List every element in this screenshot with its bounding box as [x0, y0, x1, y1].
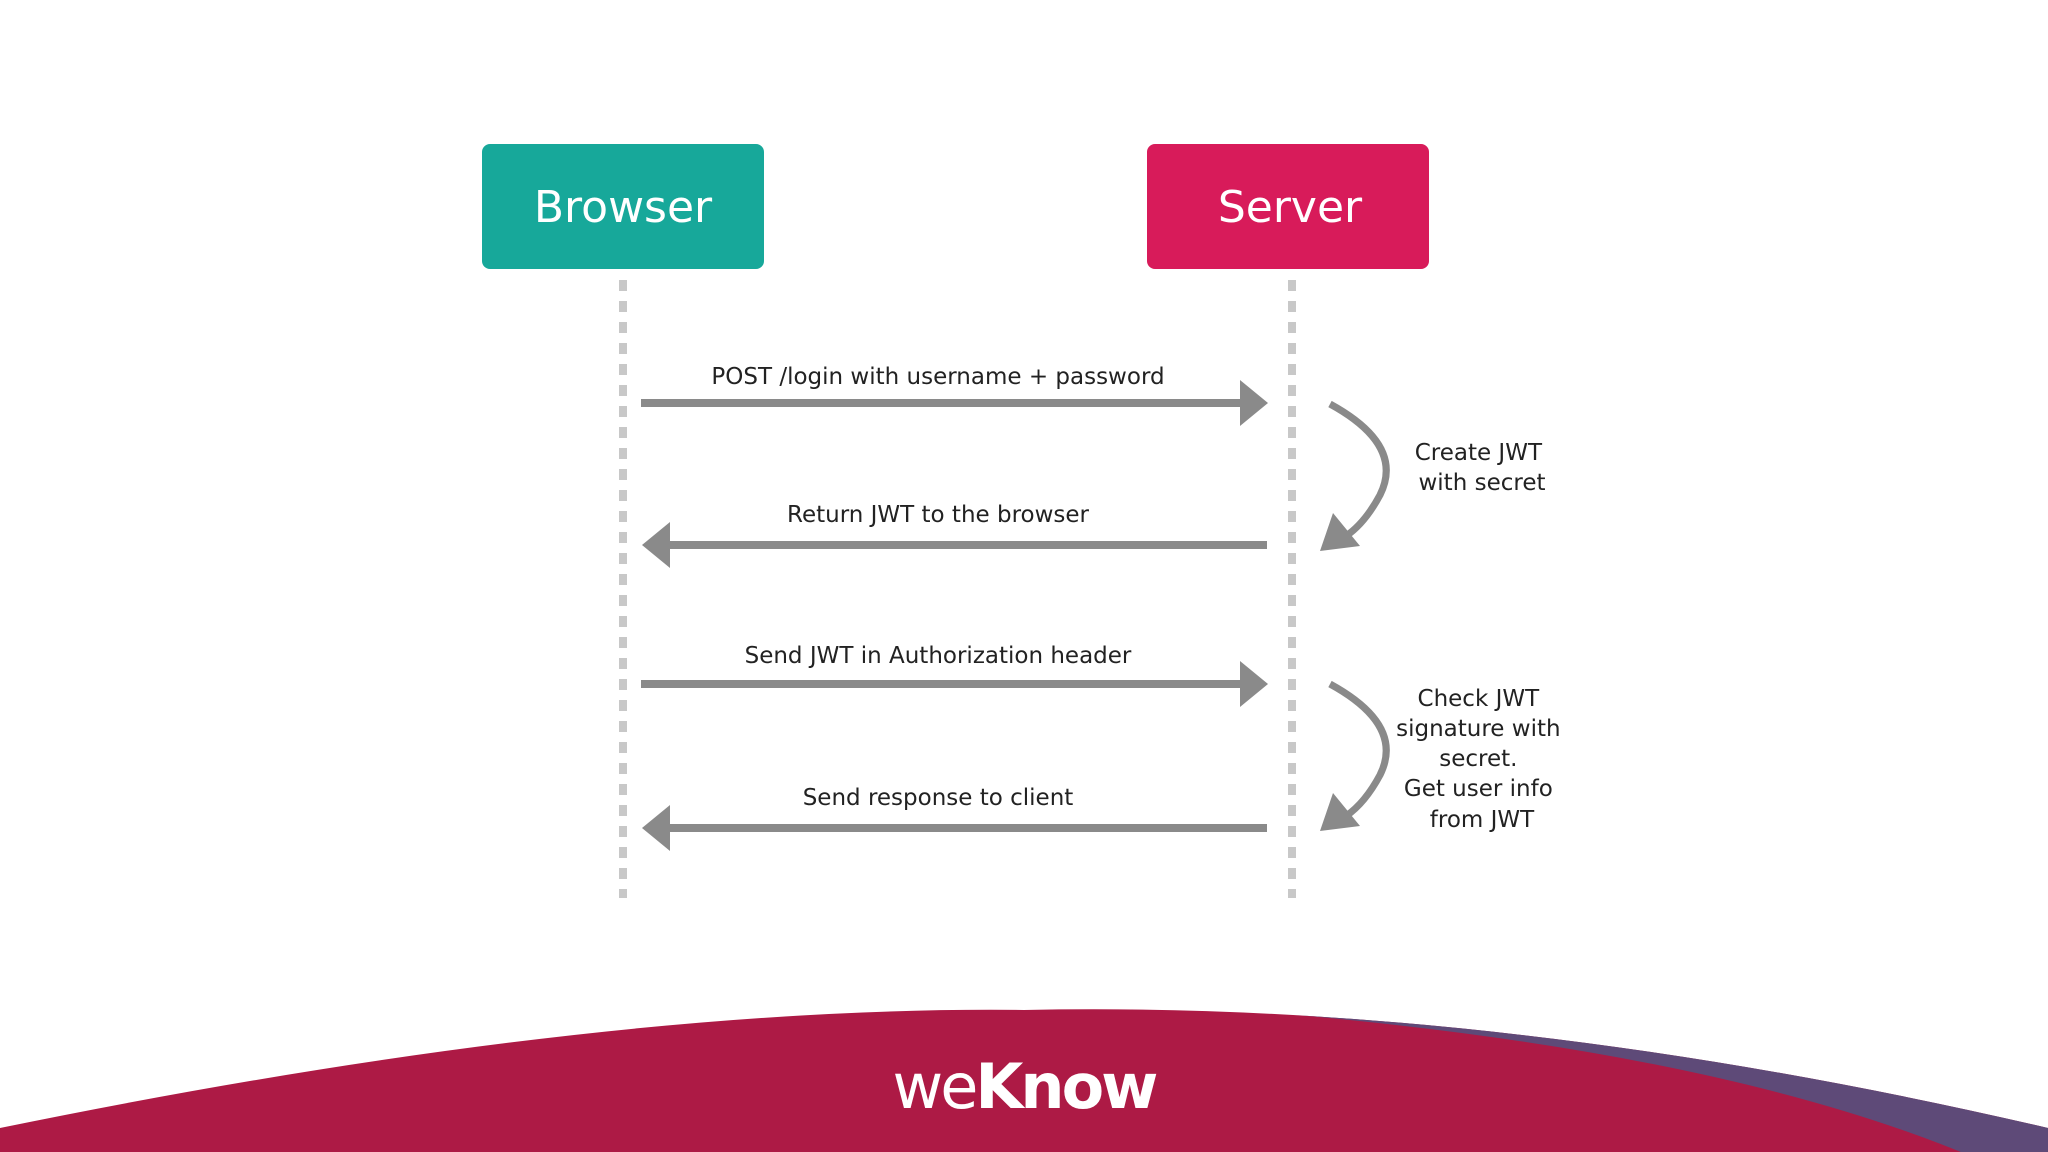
browser-box: [482, 144, 764, 269]
logo-know-text: Know: [975, 1050, 1157, 1123]
note-line: from JWT: [1430, 807, 1535, 833]
server-label: Server: [1218, 182, 1363, 233]
arrow-left-icon: [642, 522, 670, 568]
browser-participant: Browser: [482, 144, 764, 269]
message-label: POST /login with username + password: [711, 364, 1164, 390]
message-response: Send response to client: [642, 785, 1267, 851]
message-label: Return JWT to the browser: [787, 502, 1090, 528]
arrow-right-icon: [1240, 380, 1268, 426]
footer-band: weKnow: [0, 1009, 2048, 1152]
arrow-left-icon: [642, 805, 670, 851]
note-line: signature with: [1396, 716, 1560, 742]
curved-arrow-head-icon: [1320, 513, 1360, 551]
message-label: Send JWT in Authorization header: [745, 643, 1132, 669]
server-process-create: [1320, 400, 1390, 551]
message-login: POST /login with username + password: [641, 364, 1268, 426]
arrow-right-icon: [1240, 661, 1268, 707]
note-line: Get user info: [1404, 776, 1553, 802]
logo-we-text: we: [893, 1050, 976, 1123]
note-line: secret.: [1439, 746, 1517, 772]
curved-arrow-icon: [1328, 400, 1390, 539]
note-line: Check JWT: [1418, 686, 1541, 712]
server-box: [1147, 144, 1429, 269]
curved-arrow-head-icon: [1320, 793, 1360, 831]
server-participant: Server: [1147, 144, 1429, 269]
note-create-jwt: Create JWT with secret: [1415, 440, 1550, 496]
note-check-jwt: Check JWT signature with secret. Get use…: [1396, 686, 1568, 833]
weknow-logo: weKnow: [893, 1050, 1158, 1123]
server-process-check: [1320, 680, 1390, 831]
message-send-jwt: Send JWT in Authorization header: [641, 643, 1268, 707]
curved-arrow-icon: [1328, 680, 1390, 819]
browser-label: Browser: [534, 182, 713, 233]
message-label: Send response to client: [803, 785, 1074, 811]
note-line: Create JWT: [1415, 440, 1543, 466]
note-line: with secret: [1418, 470, 1545, 496]
message-return-jwt: Return JWT to the browser: [642, 502, 1267, 568]
